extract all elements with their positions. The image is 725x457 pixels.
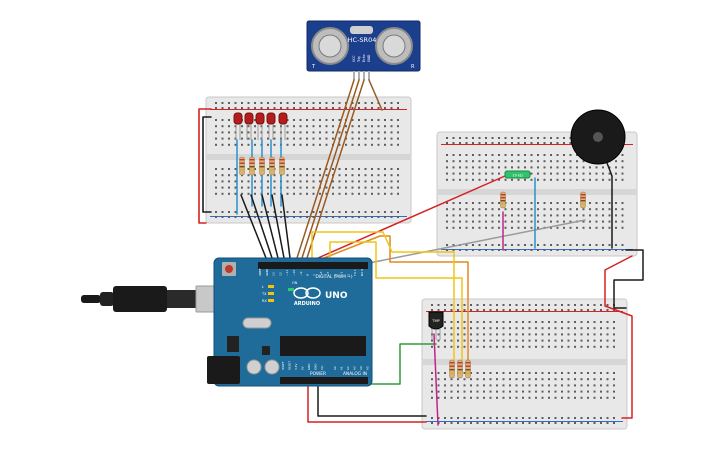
sensor-corner-right: R xyxy=(411,64,415,70)
resistors-right xyxy=(449,191,586,379)
wire-red-bottom xyxy=(307,377,427,423)
top-pin-label: ~6 xyxy=(319,271,323,276)
top-pin-label: 12 xyxy=(278,272,282,276)
sensor-corner-left: T xyxy=(311,64,316,70)
sensor-pin-vcc: VCC xyxy=(352,55,356,62)
resistor-top-right-2 xyxy=(580,191,586,209)
top-pin-label: 13 xyxy=(272,272,276,276)
top-pin-label: TX 1 xyxy=(353,269,357,277)
top-pin-label: RX 0 xyxy=(360,269,364,276)
wire-sensor-echo xyxy=(306,79,365,259)
wire-black-bottom xyxy=(317,377,427,417)
tx-led-label: TX xyxy=(261,292,267,296)
top-pin-label: ~3 xyxy=(340,271,344,276)
breadboard-bottom-right xyxy=(421,298,628,430)
top-pin-label: ~9 xyxy=(299,271,303,276)
resistor-left-2 xyxy=(249,156,255,176)
power-pin-label: 3.3V xyxy=(294,364,298,370)
top-pin-label: ~10 xyxy=(292,270,296,276)
analog-pin-label: A4 xyxy=(359,366,363,370)
led-row xyxy=(233,112,288,140)
usb-cable xyxy=(81,285,233,313)
analog-pin-label: A3 xyxy=(353,366,357,370)
analog-label: ANALOG IN xyxy=(343,371,367,377)
wire-yellow-b xyxy=(329,241,463,361)
resistor-left-5 xyxy=(279,156,285,176)
resistor-left-4 xyxy=(269,156,275,176)
wires xyxy=(198,79,644,426)
wire-green xyxy=(369,343,437,385)
wire-sensor-trig xyxy=(301,79,360,259)
wire-sensor-gnd xyxy=(368,79,383,111)
power-pin-label: RESET xyxy=(288,361,292,370)
resistor-top-right-1 xyxy=(500,191,506,209)
arduino-model: UNO xyxy=(325,291,348,301)
wire-magenta-bottom xyxy=(433,333,439,426)
led-4 xyxy=(266,112,276,125)
wire-black-right xyxy=(613,249,644,309)
top-pin-label: GND xyxy=(265,268,269,276)
temperature-sensor: TMP xyxy=(428,311,444,340)
sensor-label: HC-SR04 xyxy=(348,36,377,44)
top-pin-label: 4 xyxy=(333,274,337,276)
wire-red-to-top-right xyxy=(317,175,506,259)
sensor-pin-trig: Trig xyxy=(357,56,361,63)
rx-led-label: RX xyxy=(262,299,267,303)
l-led-label: L xyxy=(262,285,264,289)
analog-pin-label: A0 xyxy=(333,366,337,370)
resistor-left-3 xyxy=(259,156,265,176)
top-pin-label: 2 xyxy=(346,274,350,276)
wire-red-left-loop xyxy=(198,108,212,224)
resistor-bottom-2 xyxy=(457,359,463,379)
resistor-bottom-1 xyxy=(449,359,455,379)
analog-pin-label: A5 xyxy=(366,366,370,370)
top-pin-label: ~5 xyxy=(326,271,330,276)
potentiometer: 10 kΩ xyxy=(504,170,531,179)
wire-black-left-loop xyxy=(202,116,212,213)
wire-red-right xyxy=(604,255,633,419)
resistor-bottom-3 xyxy=(465,359,471,379)
power-pin-label: 5V xyxy=(301,366,305,370)
led-3 xyxy=(255,112,265,125)
analog-pin-label: A2 xyxy=(346,366,350,370)
led-1 xyxy=(233,112,243,125)
top-pin-label: 7 xyxy=(312,274,316,276)
led-5 xyxy=(278,112,288,125)
top-pin-label: AREF xyxy=(258,268,262,276)
sensor-pin-gnd: GND xyxy=(367,54,371,62)
wire-yellow-a xyxy=(311,231,455,361)
wire-sensor-vcc xyxy=(296,79,355,259)
top-pin-label: 8 xyxy=(306,274,310,276)
breadboard-top-right xyxy=(436,131,638,257)
power-pin-label: IOREF xyxy=(281,361,285,370)
power-pin-label: Vin xyxy=(320,365,324,370)
power-pin-label: GND xyxy=(314,364,318,370)
arduino-logo: ARDUINO xyxy=(294,301,320,307)
power-pin-label: GND xyxy=(307,364,311,370)
on-led-label: ON xyxy=(292,281,298,285)
ultrasonic-sensor: HC-SR04 T R VCC Trig Echo GND xyxy=(306,20,421,80)
analog-pin-label: A1 xyxy=(340,366,344,370)
temp-sensor-label: TMP xyxy=(431,319,440,323)
sensor-pin-echo: Echo xyxy=(362,54,366,62)
resistor-left-1 xyxy=(239,156,245,176)
led-2 xyxy=(244,112,254,125)
arduino-uno: ARDUINO UNO DIGITAL (PWM ~) POWER ANALOG… xyxy=(207,257,373,387)
digital-label: DIGITAL (PWM ~) xyxy=(315,274,352,280)
buzzer xyxy=(570,109,626,177)
resistors-left xyxy=(239,156,285,176)
power-label: POWER xyxy=(310,371,326,377)
potentiometer-label: 10 kΩ xyxy=(512,174,523,178)
top-pin-label: ~11 xyxy=(285,270,289,276)
